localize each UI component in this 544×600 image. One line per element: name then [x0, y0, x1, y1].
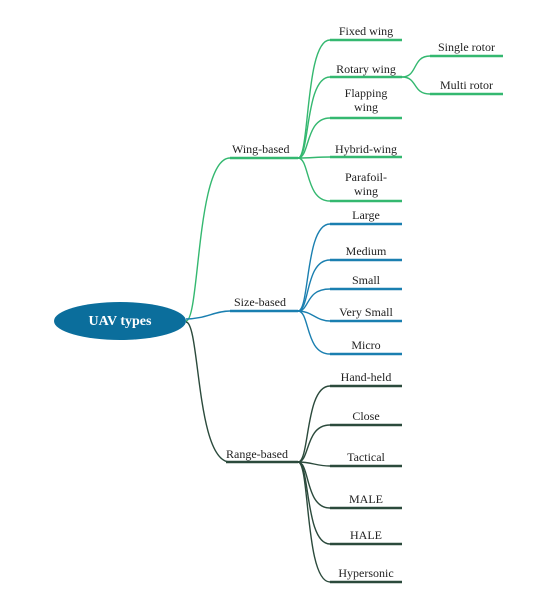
size-leaf-connectors: [297, 223, 331, 355]
connector-root-size: [185, 310, 231, 320]
range-branch-label: Range-based: [226, 447, 288, 461]
leaf-very-small: Very Small: [339, 305, 393, 319]
root-label: UAV types: [88, 314, 152, 329]
leaf-hale: HALE: [350, 528, 382, 542]
size-branch-label: Size-based: [234, 295, 286, 309]
wing-leaf-underlines: [330, 38, 402, 203]
leaf-rotary-wing: Rotary wing: [336, 62, 396, 76]
leaf-flapping-wing-line1: Flapping: [344, 86, 388, 100]
leaf-medium: Medium: [345, 244, 387, 258]
range-leaf-connectors: [297, 385, 331, 583]
leaf-large: Large: [352, 208, 380, 222]
rotary-underlines: [430, 54, 503, 96]
leaf-male: MALE: [349, 492, 383, 506]
rotary-connectors: [401, 55, 431, 95]
leaf-flapping-wing-line2: wing: [354, 100, 378, 114]
wing-leaf-connectors: [297, 39, 331, 202]
leaf-hypersonic: Hypersonic: [338, 566, 394, 580]
size-leaf-underlines: [330, 222, 402, 356]
wing-branch-label: Wing-based: [232, 142, 290, 156]
connector-root-wing: [185, 157, 231, 322]
leaf-single-rotor: Single rotor: [438, 40, 495, 54]
connector-root-range: [185, 321, 231, 463]
root-node: [54, 302, 186, 340]
leaf-tactical: Tactical: [347, 450, 385, 464]
leaf-parafoil-wing-line1: Parafoil-: [345, 170, 387, 184]
leaf-fixed-wing: Fixed wing: [338, 24, 394, 38]
leaf-multi-rotor: Multi rotor: [440, 78, 493, 92]
leaf-hand-held: Hand-held: [340, 370, 392, 384]
leaf-micro: Micro: [351, 338, 381, 352]
leaf-close: Close: [352, 409, 380, 423]
leaf-hybrid-wing: Hybrid-wing: [335, 142, 397, 156]
range-leaf-underlines: [330, 384, 402, 584]
leaf-small: Small: [351, 273, 380, 287]
leaf-parafoil-wing-line2: wing: [354, 184, 378, 198]
